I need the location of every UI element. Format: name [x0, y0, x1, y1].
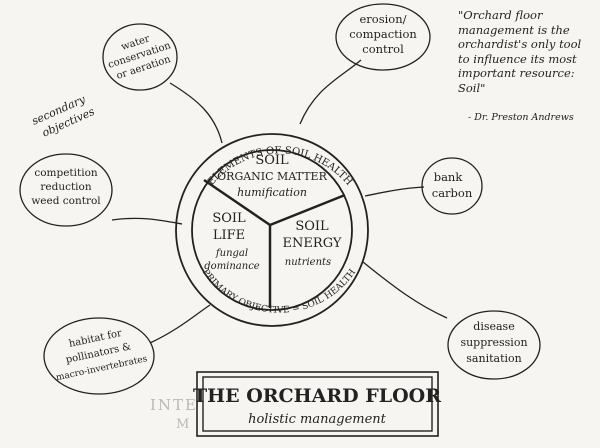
connector-water [169, 82, 223, 144]
segment-left-line1: SOIL [212, 211, 246, 226]
segment-top-line2: ORGANIC MATTER [217, 170, 327, 183]
quote-text: "Orchard floor management is the orchard… [458, 8, 582, 95]
segment-left-line4: dominance [204, 261, 260, 272]
node-erosion: erosion/ compaction control [335, 3, 431, 71]
connector-competition [111, 217, 183, 225]
segment-right-line2: ENERGY [283, 236, 342, 251]
connector-disease [362, 261, 448, 319]
node-disease-line2: suppression [460, 336, 527, 349]
node-disease-outline [447, 310, 541, 380]
node-carbon-line1: bank [434, 170, 464, 184]
title-main: THE ORCHARD FLOOR [193, 385, 441, 407]
connector-habitat [149, 304, 211, 344]
node-disease: disease suppression sanitation [447, 310, 541, 380]
node-disease-line3: sanitation [466, 352, 521, 365]
segment-left-line2: LIFE [213, 228, 245, 243]
connector-erosion [299, 59, 362, 125]
secondary-objectives-label: secondary objectives [30, 92, 97, 139]
soil-health-wheel: ELEMENTS OF SOIL HEALTH PRIMARY OBJECTIV… [175, 133, 369, 327]
node-competition-line3: weed control [31, 195, 101, 207]
title-box: INTEGR M THE ORCHARD FLOOR holistic mana… [150, 371, 441, 437]
node-competition: competition reduction weed control [19, 153, 113, 227]
node-water: water conservation or aeration [102, 23, 178, 91]
node-carbon-outline [421, 157, 483, 215]
ring-bottom-label: PRIMARY OBJECTIVE = SOIL HEALTH [200, 268, 358, 316]
segment-right-line1: SOIL [295, 219, 329, 234]
divider-right [269, 193, 346, 227]
node-carbon: bank carbon [421, 157, 483, 215]
node-habitat-outline [43, 317, 155, 395]
segment-top-line3: humification [237, 186, 307, 199]
quote-author: - Dr. Preston Andrews [468, 112, 574, 123]
divider-left [203, 178, 271, 227]
node-competition-line1: competition [34, 167, 98, 179]
outer-ring [175, 133, 369, 327]
node-habitat: habitat for pollinators & macro-inverteb… [43, 317, 155, 395]
title-subtitle: holistic management [248, 412, 387, 427]
node-carbon-line2: carbon [432, 186, 473, 200]
node-disease-line1: disease [473, 320, 514, 333]
segment-right-line3: nutrients [285, 257, 331, 268]
inner-ring [191, 149, 353, 311]
node-water-outline [102, 23, 178, 91]
faint-text-2: M [176, 417, 189, 432]
node-competition-outline [19, 153, 113, 227]
node-erosion-outline [335, 3, 431, 71]
node-competition-line2: reduction [40, 181, 91, 193]
connector-lines [111, 59, 448, 344]
segment-left-line3: fungal [215, 248, 248, 259]
title-box-inner [202, 376, 433, 432]
node-erosion-line2: compaction [349, 27, 417, 41]
node-erosion-line3: control [362, 42, 404, 56]
node-erosion-line1: erosion/ [359, 12, 406, 26]
connector-carbon [364, 186, 425, 197]
title-box-outer [196, 371, 439, 437]
segment-top-line1: SOIL [255, 153, 289, 168]
